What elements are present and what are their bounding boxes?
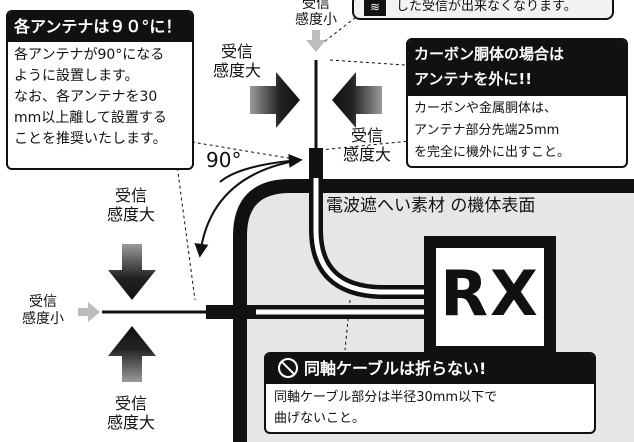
fuselage-edge: [233, 179, 634, 442]
arrow-left-large: [332, 72, 382, 128]
prohibited-icon: [278, 358, 298, 378]
antenna-90-body: 各アンテナが90°になる ように設置します。 なお、各アンテナを30 mm以上離…: [14, 47, 167, 147]
receiver-label: RX: [440, 257, 540, 330]
arrow-right-large: [250, 72, 300, 128]
label-horizontal-left-small: 受信 感度小: [22, 294, 64, 327]
horizontal-antenna-sleeve: [206, 305, 256, 319]
coax-title: 同軸ケーブルは折らない!: [304, 359, 487, 378]
antenna-signal-icon: ≋: [364, 0, 386, 16]
label-horizontal-top-large: 受信 感度大: [106, 186, 155, 225]
arrow-down-small: [306, 30, 326, 52]
angle-arrow: [194, 159, 301, 258]
label-vertical-left-large: 受信 感度大: [212, 42, 261, 81]
coax-cable-box: 同軸ケーブルは折らない! 同軸ケーブル部分は半径30mm以下で 曲げないこと。: [264, 352, 596, 434]
coax-title-bar: 同軸ケーブルは折らない!: [266, 354, 594, 384]
arrow-up-large: [108, 326, 156, 382]
label-horizontal-bottom-large: 受信 感度大: [106, 394, 155, 433]
label-vertical-right-large: 受信 感度大: [342, 126, 391, 165]
carbon-title: カーボン胴体の場合は アンテナを外に!!: [408, 40, 626, 96]
carbon-body: カーボンや金属胴体は、 アンテナ部分先端25mm を完全に機外に出すこと。: [414, 101, 571, 160]
antenna-90-box: 各アンテナは９０°に！ 各アンテナが90°になる ように設置します。 なお、各ア…: [6, 10, 194, 170]
vertical-antenna-sleeve: [309, 148, 323, 178]
label-angle: 90°: [206, 148, 242, 172]
arrow-right-small: [78, 302, 100, 322]
carbon-fuselage-box: カーボン胴体の場合は アンテナを外に!! カーボンや金属胴体は、 アンテナ部分先…: [406, 38, 628, 168]
coax-body: 同軸ケーブル部分は半径30mm以下で 曲げないこと。: [274, 390, 498, 426]
label-surface: 電波遮へい素材 の機体表面: [326, 196, 536, 216]
signal-warning-text: した受信が出来なくなります。: [396, 0, 577, 14]
signal-warning-note: ≋ した受信が出来なくなります。: [352, 0, 614, 20]
arrow-down-large: [108, 244, 156, 300]
antenna-90-title: 各アンテナは９０°に！: [8, 12, 192, 42]
label-top-small: 受信 感度小: [295, 0, 337, 28]
